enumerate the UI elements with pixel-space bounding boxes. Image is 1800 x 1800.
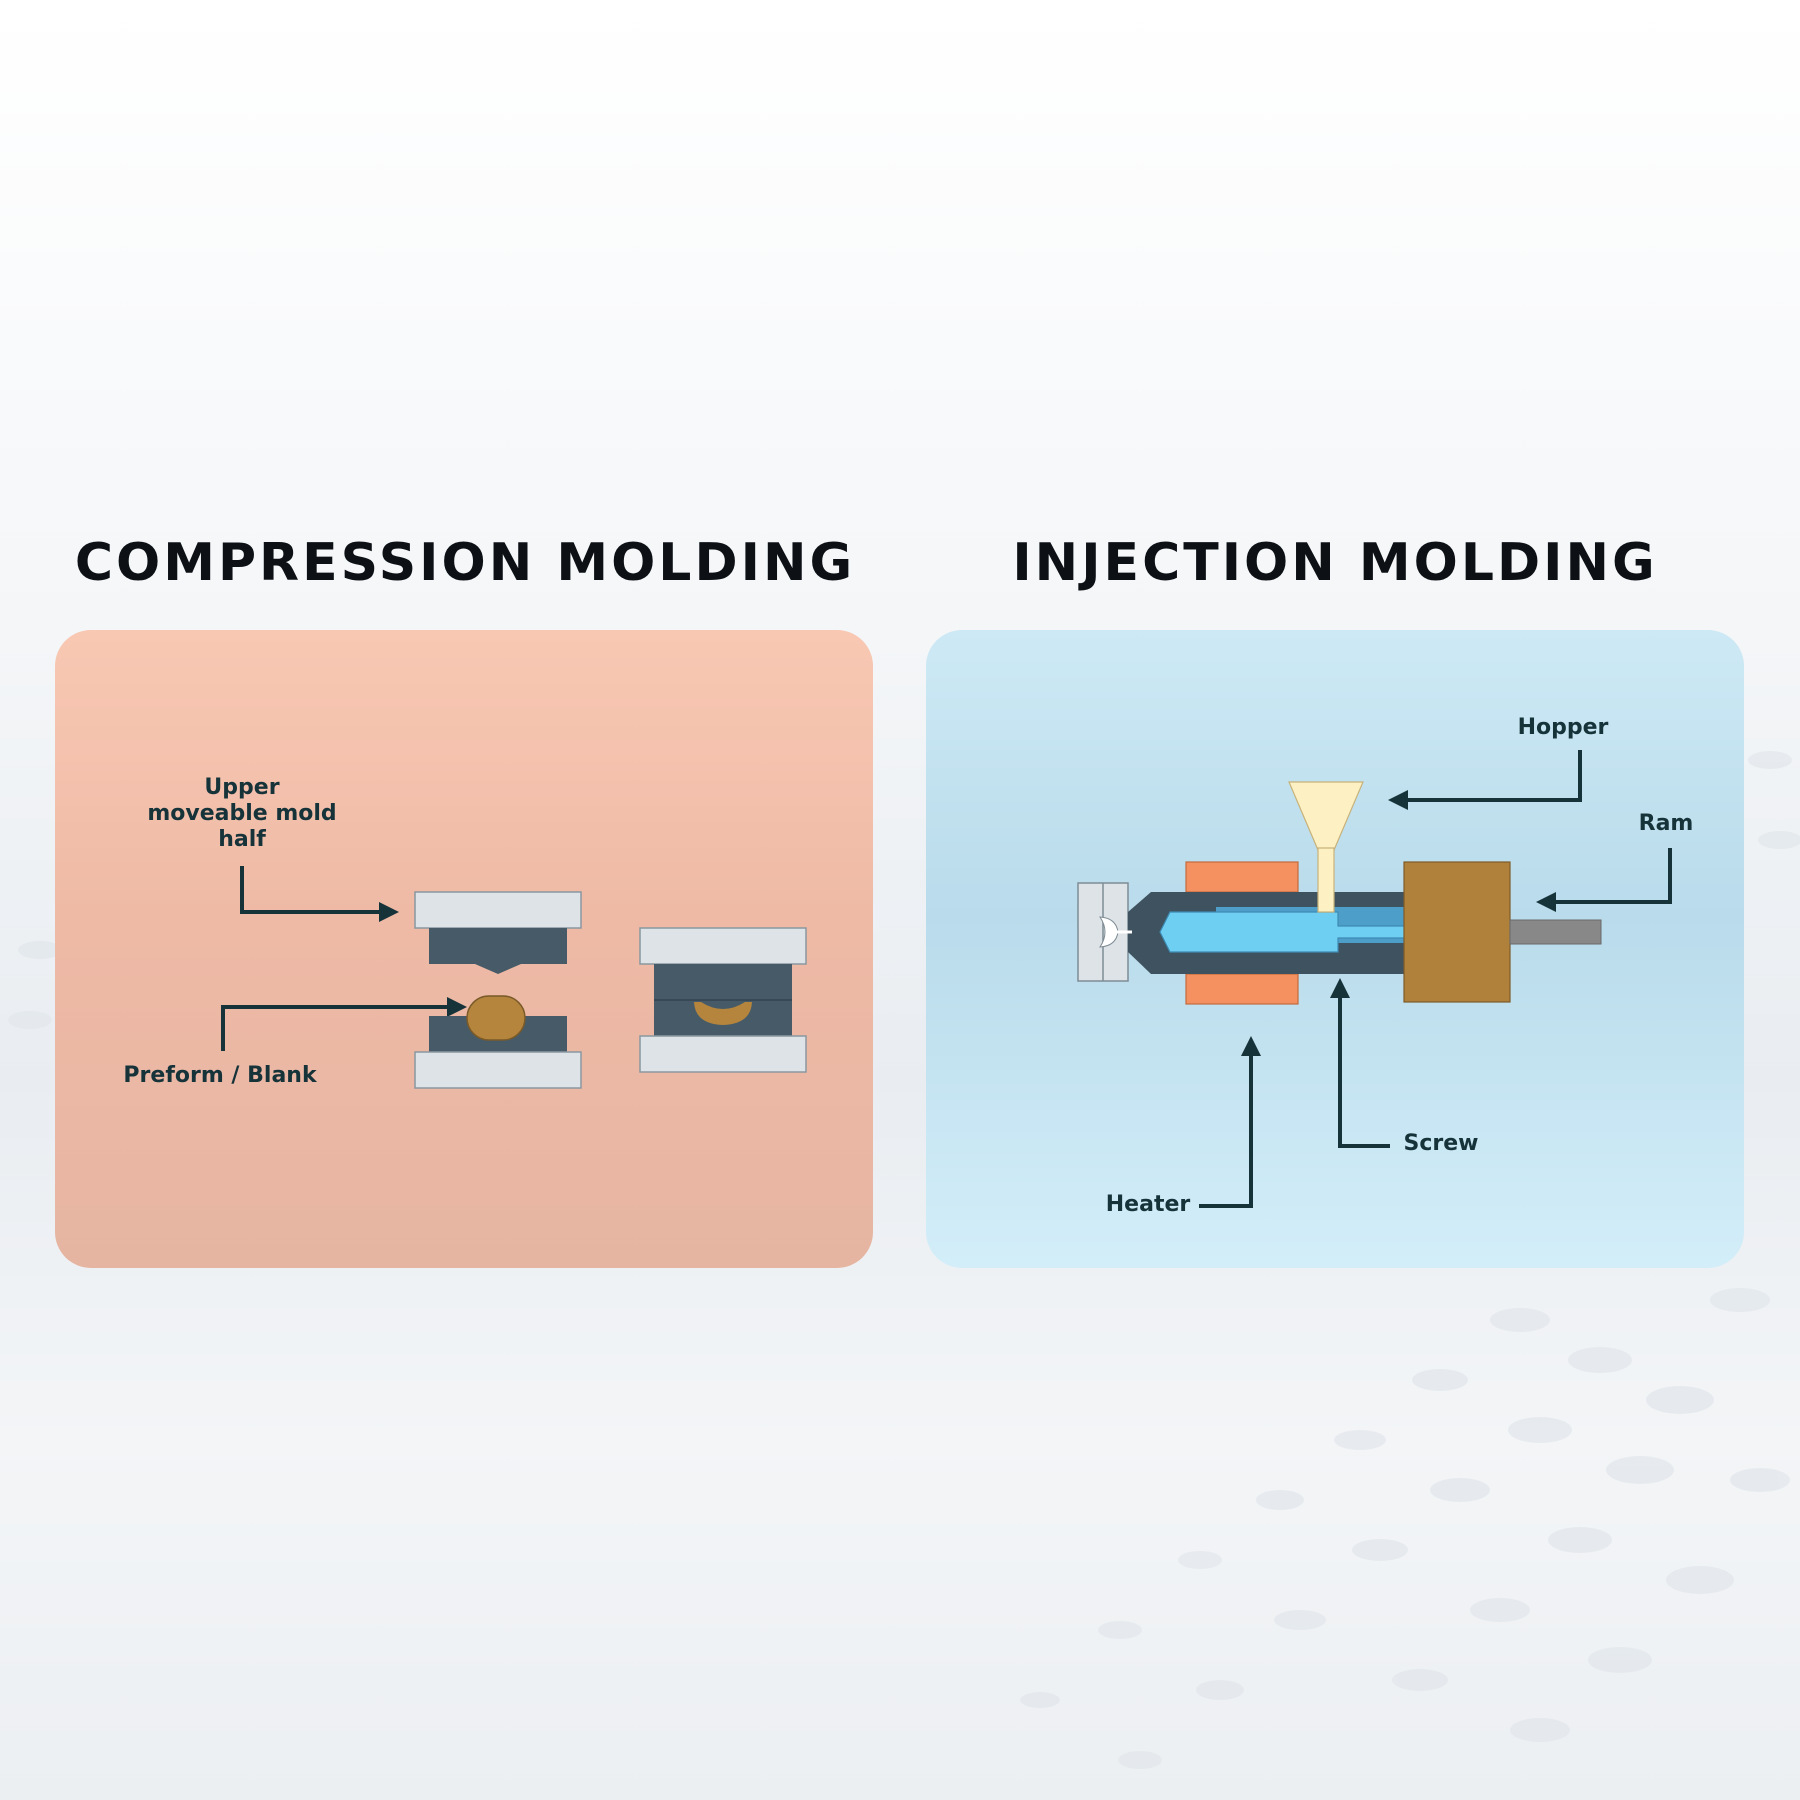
compression-molding-panel: Upper moveable mold half Preform / Blank <box>55 630 873 1268</box>
hopper-throat <box>1317 847 1335 913</box>
mold-cavity <box>1099 916 1119 948</box>
upper-mold-half <box>429 928 567 964</box>
injection-mold <box>1077 882 1129 982</box>
ram-rod <box>1509 919 1602 945</box>
molded-part <box>694 1002 752 1025</box>
ram-block <box>1403 861 1511 1003</box>
closed-lower-platen <box>639 1035 807 1073</box>
screw-label: Screw <box>1404 1131 1479 1156</box>
preform-arrow <box>221 997 467 1051</box>
upper-mold-punch <box>475 964 521 974</box>
heater-band-bottom <box>1185 973 1299 1005</box>
screw-arrow <box>1330 978 1390 1148</box>
injection-molding-title: INJECTION MOLDING <box>1012 533 1658 593</box>
heater-arrow <box>1199 1036 1261 1208</box>
open-mold <box>414 891 582 1089</box>
upper-mold-label-line2: moveable mold <box>147 801 336 826</box>
hopper-arrow <box>1388 750 1582 810</box>
upper-mold-label-line3: half <box>218 827 266 852</box>
injection-molding-panel: Hopper Ram Screw Heater <box>926 630 1744 1268</box>
heater-label: Heater <box>1106 1192 1191 1217</box>
closed-mold <box>639 927 807 1073</box>
preform-label: Preform / Blank <box>123 1063 318 1088</box>
lower-platen <box>414 1051 582 1089</box>
ram-arrow <box>1536 848 1672 912</box>
preform-blank <box>466 995 526 1041</box>
upper-mold-label-line1: Upper <box>204 775 279 800</box>
heater-band-top <box>1185 861 1299 893</box>
closed-upper-platen <box>639 927 807 965</box>
upper-platen <box>414 891 582 929</box>
upper-mold-arrow <box>240 866 399 922</box>
ram-label: Ram <box>1639 811 1694 836</box>
hopper-label: Hopper <box>1518 715 1609 740</box>
compression-molding-diagram: Upper moveable mold half Preform / Blank <box>123 775 807 1089</box>
hopper <box>1288 781 1364 851</box>
compression-molding-title: COMPRESSION MOLDING <box>74 533 856 593</box>
injection-molding-diagram: Hopper Ram Screw Heater <box>1077 715 1694 1217</box>
